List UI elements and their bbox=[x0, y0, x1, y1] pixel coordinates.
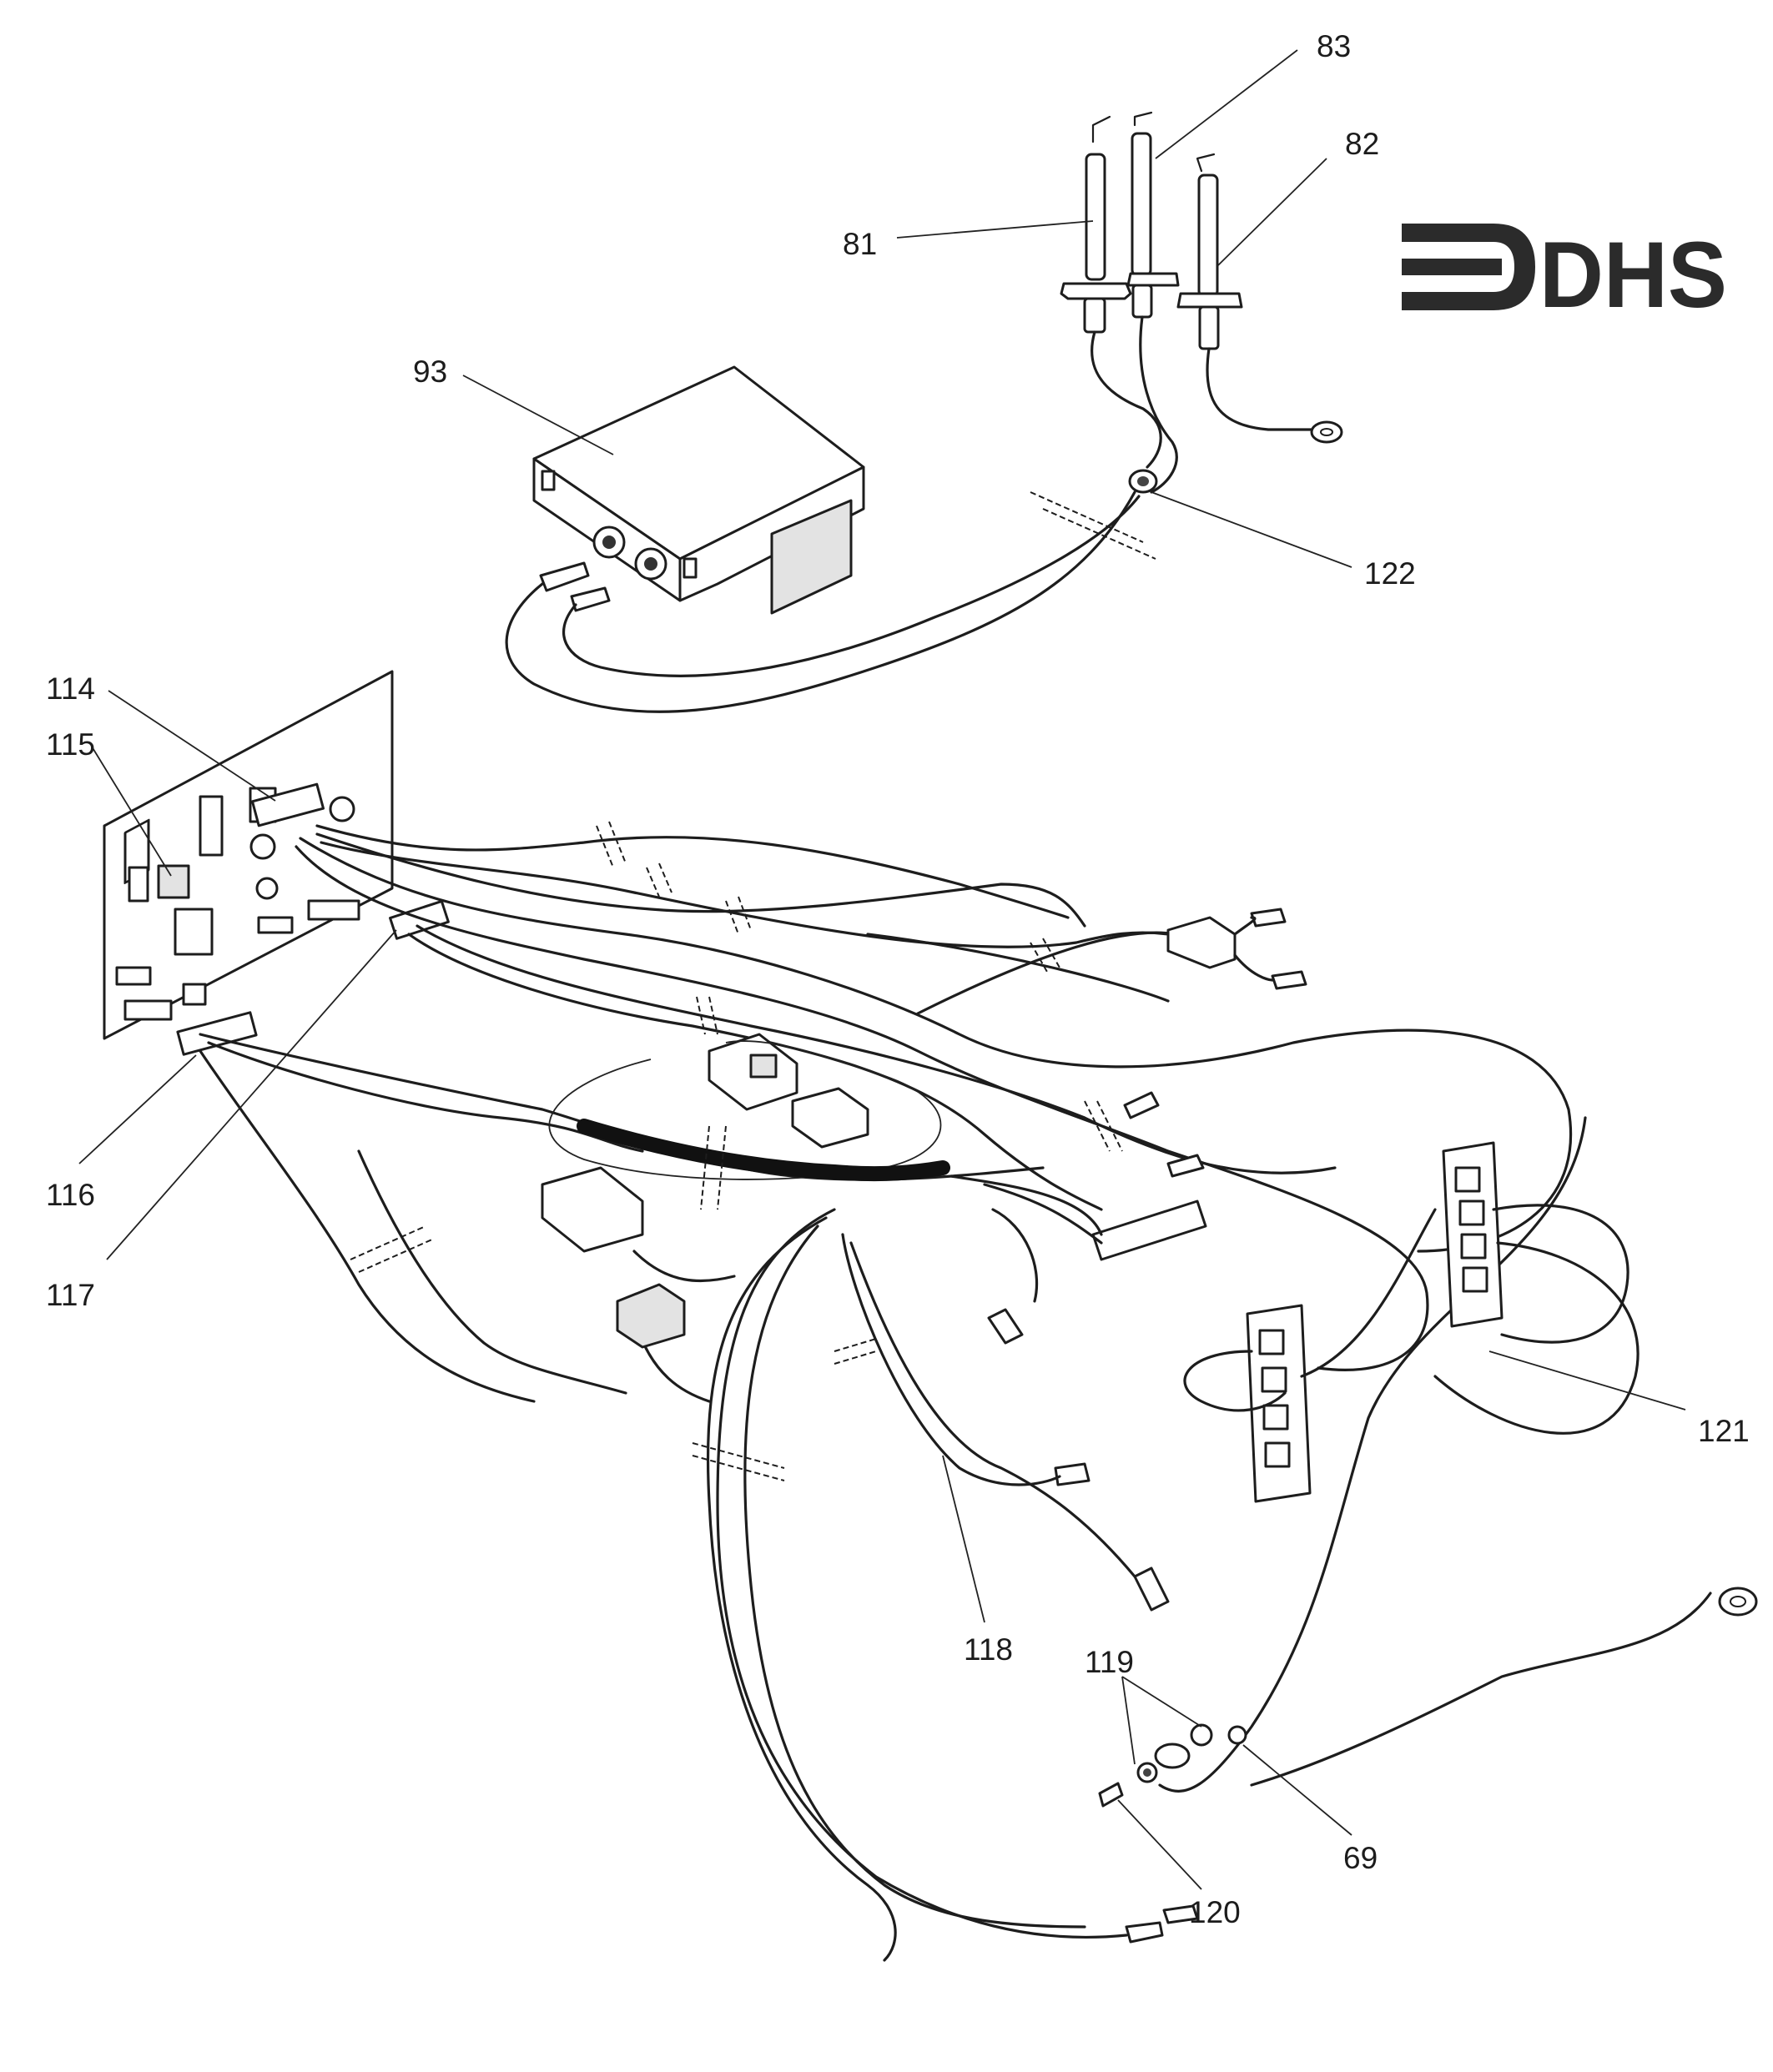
callout-labels: 83 82 81 93 122 114 115 116 117 121 118 … bbox=[46, 29, 1750, 1929]
callout-122: 122 bbox=[1364, 556, 1416, 591]
terminal-block-121-upper bbox=[1442, 1141, 1504, 1328]
spade-terminals bbox=[987, 908, 1307, 1944]
connector-117 bbox=[389, 899, 450, 940]
lead-81 bbox=[1090, 330, 1162, 469]
callout-93: 93 bbox=[413, 355, 447, 389]
ring-terminal bbox=[1154, 1743, 1191, 1769]
electrode-83 bbox=[1126, 111, 1180, 319]
suppressor-sleeve bbox=[541, 1166, 644, 1253]
ignition-unit-93 bbox=[532, 365, 865, 615]
callout-82: 82 bbox=[1345, 127, 1379, 161]
callout-69: 69 bbox=[1343, 1841, 1378, 1875]
callout-116: 116 bbox=[46, 1178, 95, 1212]
ht-cap-2 bbox=[570, 586, 611, 612]
dhs-logo: DHS bbox=[1402, 223, 1727, 327]
lead-83 bbox=[1139, 315, 1178, 494]
electrode-81 bbox=[1060, 115, 1132, 334]
lead-82 bbox=[1206, 347, 1316, 431]
callout-118: 118 bbox=[964, 1632, 1013, 1667]
callout-120: 120 bbox=[1189, 1895, 1241, 1929]
ht-cap-1 bbox=[539, 561, 590, 592]
callout-83: 83 bbox=[1317, 29, 1351, 63]
terminal-block-121-lower bbox=[1246, 1304, 1312, 1503]
connector-116 bbox=[176, 1011, 258, 1056]
callout-119: 119 bbox=[1085, 1645, 1134, 1679]
callout-121: 121 bbox=[1698, 1414, 1750, 1448]
multi-pin-connector bbox=[949, 1174, 1207, 1303]
electrode-82 bbox=[1176, 153, 1243, 350]
logo-arrow-mark bbox=[1402, 224, 1535, 310]
washer-119-a bbox=[1190, 1723, 1213, 1747]
callout-114: 114 bbox=[46, 671, 95, 706]
callout-81: 81 bbox=[843, 227, 877, 261]
ferrite-bead bbox=[616, 1283, 686, 1349]
connector-115 bbox=[157, 864, 190, 899]
harness-wires bbox=[199, 824, 1573, 1371]
screw-120 bbox=[1098, 1782, 1124, 1808]
break-marks bbox=[350, 821, 1123, 1481]
logo-arrow-bar bbox=[1402, 259, 1502, 275]
in-line-sleeve bbox=[1166, 916, 1237, 969]
callout-117: 117 bbox=[46, 1278, 95, 1312]
earth-fixings bbox=[1098, 1587, 1758, 1808]
plug-connector-pair bbox=[548, 1033, 942, 1180]
callout-115: 115 bbox=[46, 727, 95, 762]
ht-lead-1 bbox=[505, 490, 1136, 713]
ht-lead-2 bbox=[562, 495, 1141, 677]
leader-lines bbox=[78, 49, 1686, 1890]
connector-114 bbox=[250, 782, 325, 827]
logo-text: DHS bbox=[1539, 223, 1727, 327]
nut-69 bbox=[1227, 1725, 1247, 1745]
harness-sleeve bbox=[577, 1119, 950, 1182]
